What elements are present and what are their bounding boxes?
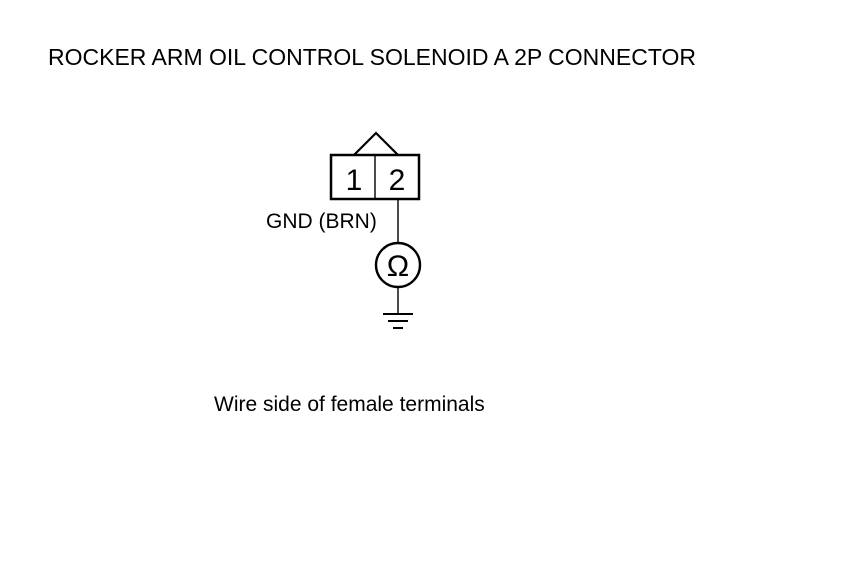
ohm-symbol: Ω: [387, 250, 409, 283]
ground-icon: [383, 313, 413, 329]
terminal-2-label: 2: [389, 164, 406, 197]
terminal-1-label: 1: [346, 164, 363, 197]
diagram-title: ROCKER ARM OIL CONTROL SOLENOID A 2P CON…: [48, 44, 696, 70]
wire-label-gnd: GND (BRN): [266, 210, 377, 233]
view-caption: Wire side of female terminals: [214, 393, 485, 416]
connector-lock-tab: [353, 131, 399, 156]
